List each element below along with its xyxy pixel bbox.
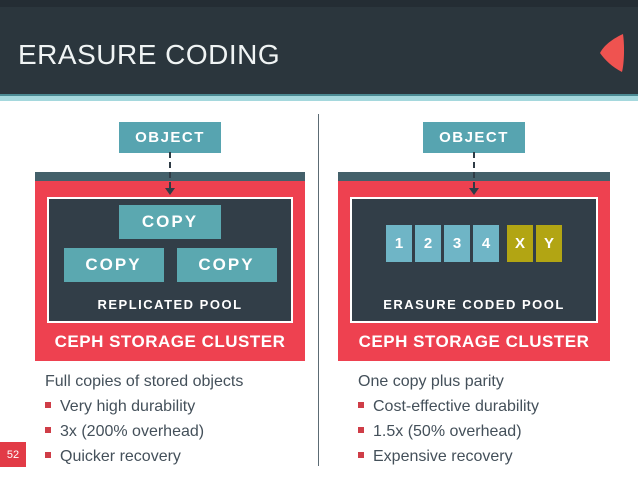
arrow-head — [165, 188, 175, 195]
copy-block: COPY — [119, 205, 221, 239]
replicated-column: OBJECT COPY COPY COPY REPLICATED POOL CE… — [35, 120, 305, 469]
arrow-line — [169, 152, 171, 188]
summary-right: One copy plus parity — [358, 373, 504, 390]
arrow-head — [469, 188, 479, 195]
slide-header: ERASURE CODING — [0, 0, 638, 94]
red-left-arrow-icon — [600, 34, 625, 72]
page-number-badge: 52 — [0, 442, 26, 467]
bullet-square-icon — [45, 401, 51, 408]
chunk-x: X — [507, 225, 533, 262]
arrow-down-icon-left — [165, 152, 175, 195]
bullet-square-icon — [358, 426, 364, 433]
header-underline-dark — [0, 94, 638, 96]
object-box-left: OBJECT — [119, 122, 221, 153]
bullet-item: Quicker recovery — [45, 444, 243, 469]
bullet-square-icon — [45, 451, 51, 458]
header-underline-teal — [0, 96, 638, 101]
arrow-line — [473, 152, 475, 188]
bullet-text: Cost-effective durability — [373, 398, 539, 415]
chunk-2: 2 — [415, 225, 441, 262]
copy-block: COPY — [63, 248, 164, 282]
cluster-label-left: CEPH STORAGE CLUSTER — [54, 332, 286, 351]
ceph-cluster-box-left: COPY COPY COPY REPLICATED POOL CEPH STOR… — [35, 172, 305, 361]
bullet-item: Cost-effective durability — [358, 394, 539, 419]
bullet-list-left: Very high durability 3x (200% overhead) Qu… — [45, 394, 243, 469]
chunk-3: 3 — [444, 225, 470, 262]
bullet-square-icon — [45, 426, 51, 433]
copy-row: COPY COPY — [63, 248, 277, 282]
summary-left: Full copies of stored objects — [45, 373, 244, 390]
bullet-item: Very high durability — [45, 394, 243, 419]
bullet-list-right: Cost-effective durability 1.5x (50% overh… — [358, 394, 539, 469]
cluster-label-right: CEPH STORAGE CLUSTER — [358, 332, 590, 351]
bullet-text: Very high durability — [60, 398, 196, 415]
bullet-item: 3x (200% overhead) — [45, 419, 243, 444]
bullet-text: Expensive recovery — [373, 448, 513, 465]
pool-label-right: ERASURE CODED POOL — [383, 297, 565, 312]
bullet-square-icon — [358, 401, 364, 408]
bullet-text: 3x (200% overhead) — [60, 423, 205, 440]
column-divider — [318, 114, 319, 466]
chunk-4: 4 — [473, 225, 499, 262]
object-box-right: OBJECT — [423, 122, 525, 153]
pool-label-left: REPLICATED POOL — [97, 297, 243, 312]
bullet-item: 1.5x (50% overhead) — [358, 419, 539, 444]
page-title: ERASURE CODING — [18, 39, 281, 70]
notes-right: One copy plus parity Cost-effective dura… — [338, 369, 539, 469]
chunk-1: 1 — [386, 225, 412, 262]
header-top-strip — [0, 0, 638, 7]
arrow-down-icon-right — [469, 152, 479, 195]
bullet-text: Quicker recovery — [60, 448, 181, 465]
bullet-text: 1.5x (50% overhead) — [373, 423, 522, 440]
copy-block: COPY — [176, 248, 277, 282]
bullet-square-icon — [358, 451, 364, 458]
replicated-pool-box: COPY COPY COPY REPLICATED POOL — [47, 197, 293, 323]
notes-left: Full copies of stored objects Very high … — [35, 369, 243, 469]
chunk-y: Y — [536, 225, 562, 262]
bullet-item: Expensive recovery — [358, 444, 539, 469]
